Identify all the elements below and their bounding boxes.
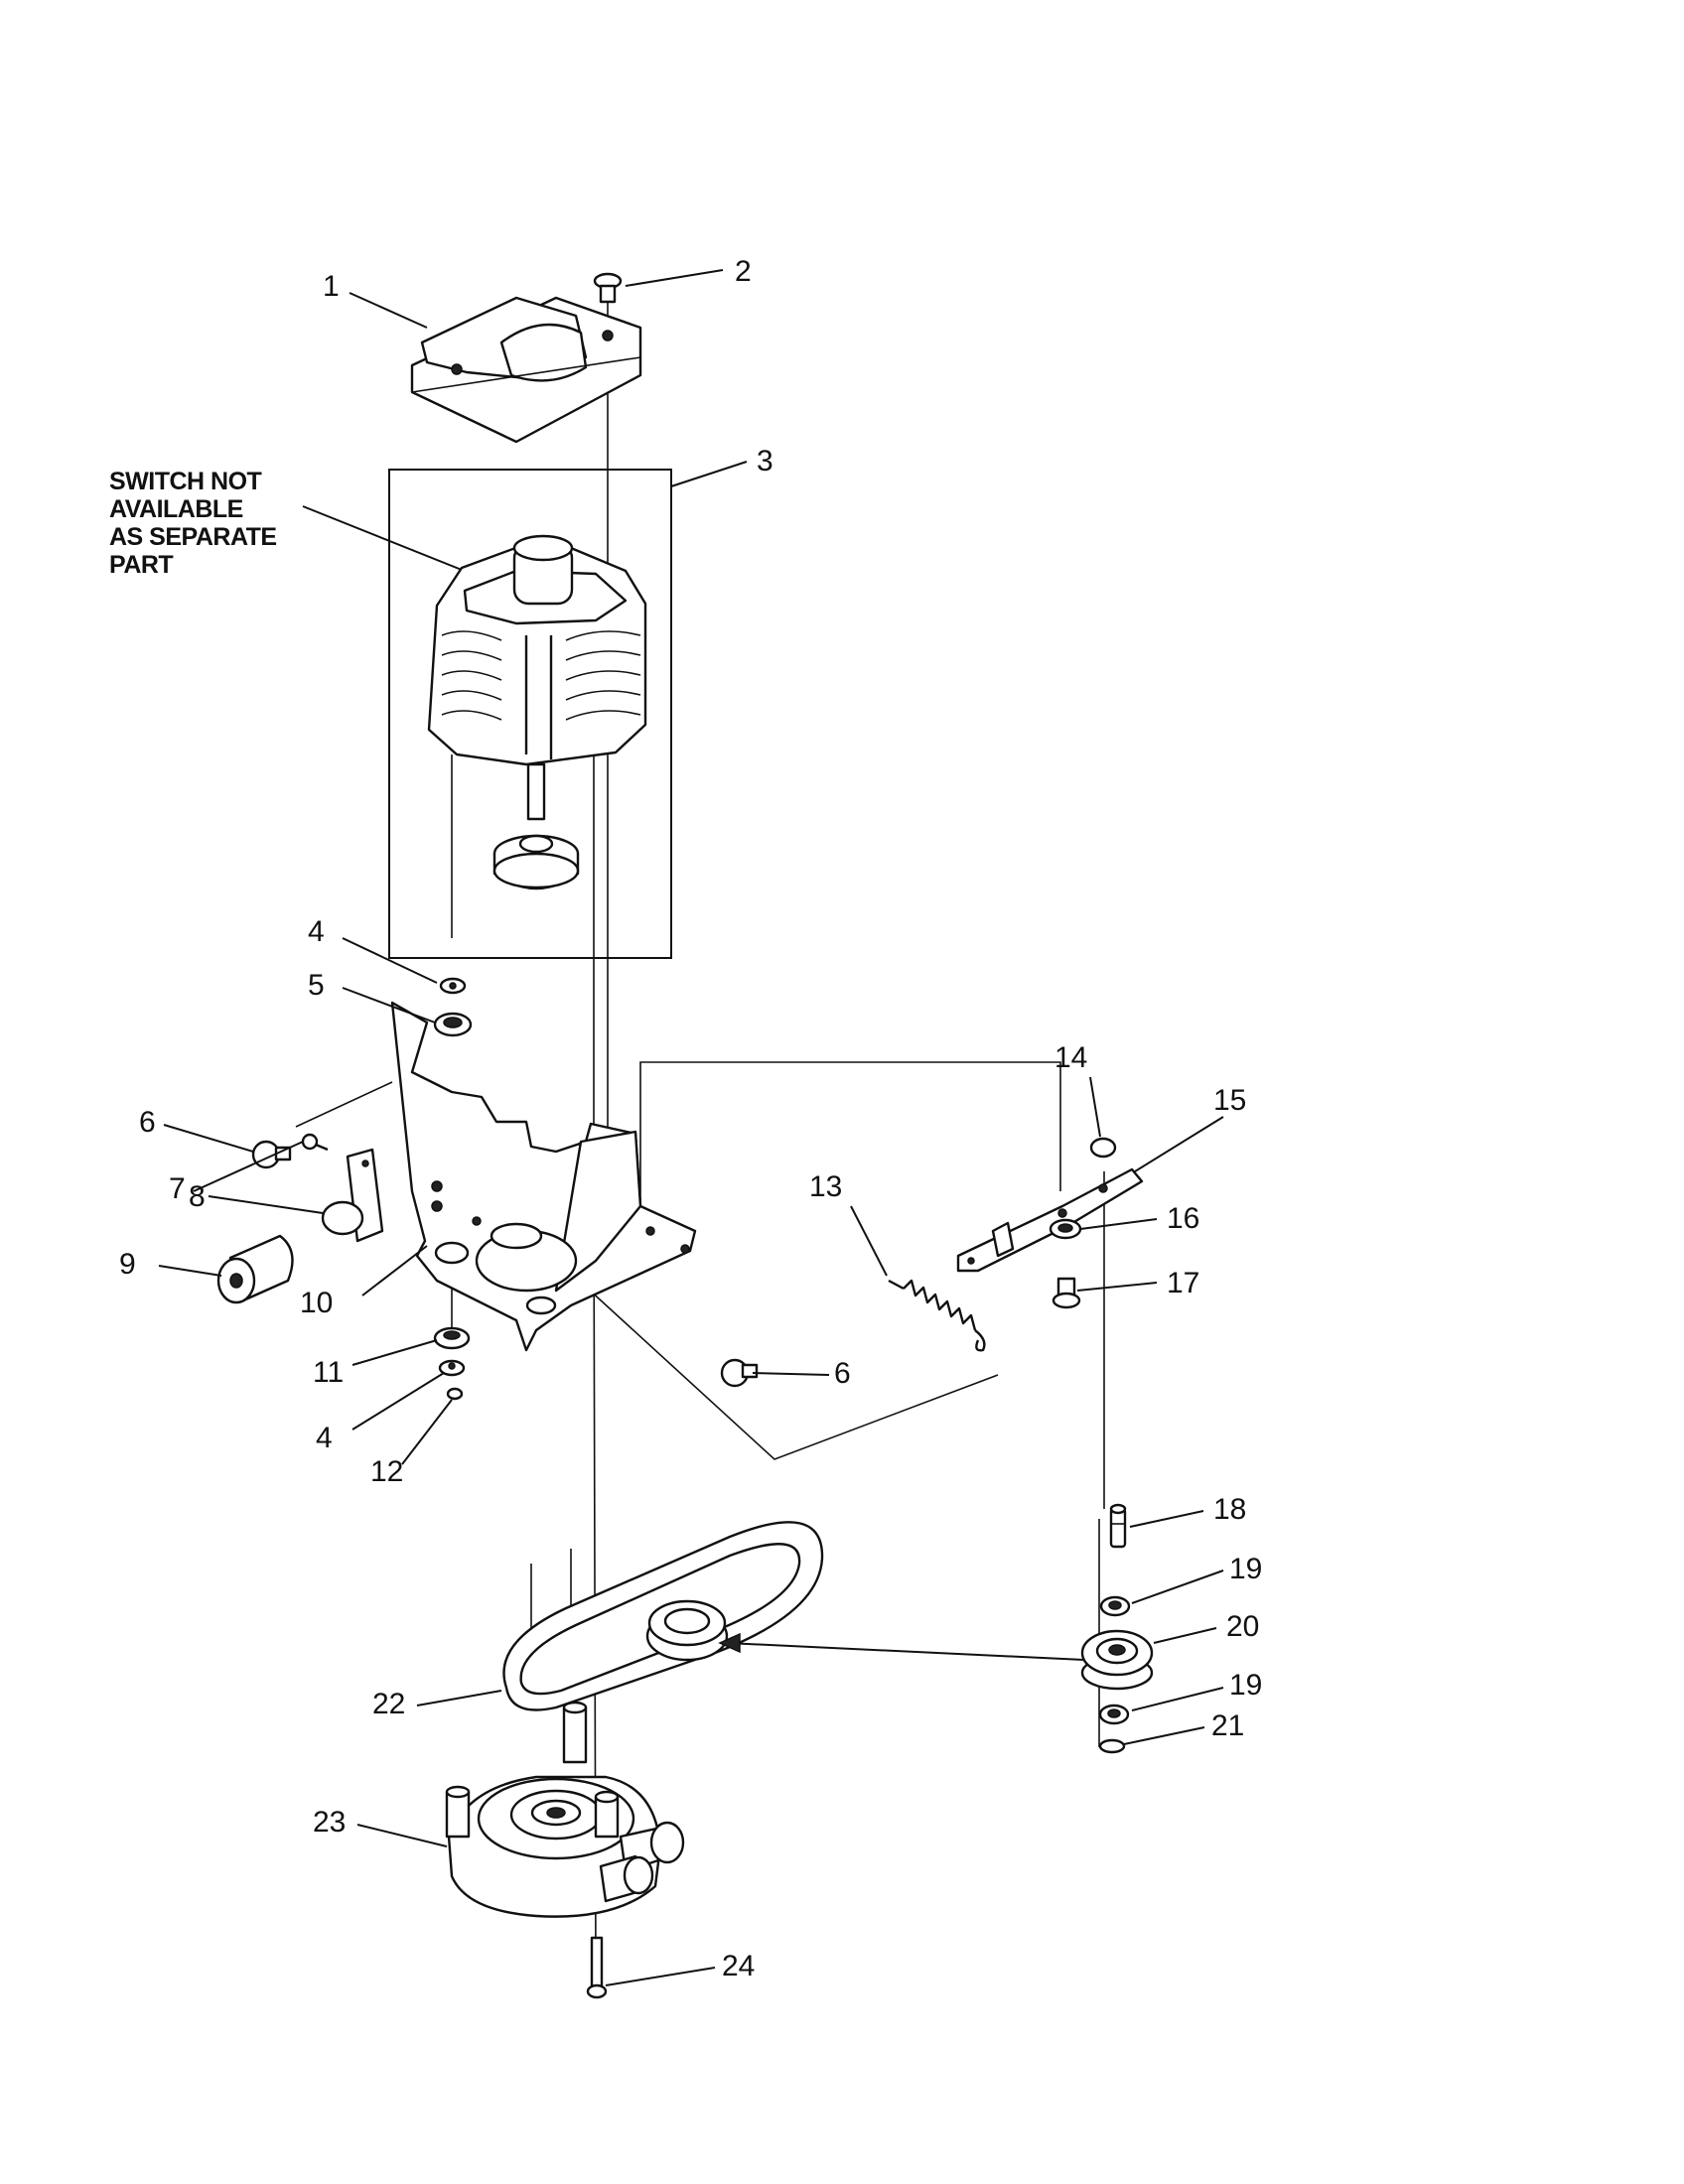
callout-5: 5 (308, 969, 325, 1002)
callout-15: 15 (1213, 1084, 1246, 1117)
callout-19-lower: 19 (1229, 1669, 1262, 1702)
clamp (321, 1148, 384, 1243)
note-line-1: SWITCH NOT (109, 468, 262, 495)
washer-upper (1099, 1595, 1131, 1617)
motor-assembly-box (388, 469, 672, 959)
callout-23: 23 (313, 1806, 346, 1839)
callout-9: 9 (119, 1248, 136, 1281)
note-line-2: AVAILABLE (109, 495, 243, 523)
leader-lines (158, 269, 1224, 1986)
callout-18: 18 (1213, 1493, 1246, 1526)
grommet-lower (433, 1326, 471, 1401)
water-pump (445, 1701, 685, 1918)
capacitor (216, 1234, 294, 1304)
callout-6-right: 6 (834, 1357, 851, 1390)
callout-4-upper: 4 (308, 915, 325, 948)
callout-3: 3 (757, 445, 773, 478)
callout-17: 17 (1167, 1267, 1199, 1299)
callout-14: 14 (1054, 1041, 1087, 1074)
shoulder-bolt (1052, 1277, 1081, 1309)
bolt-left (251, 1140, 292, 1169)
callout-8: 8 (189, 1180, 206, 1213)
idler-shaft (1109, 1503, 1127, 1549)
idler-arm (956, 1167, 1144, 1273)
note-line-3: AS SEPARATE (109, 523, 277, 551)
motor-bracket (390, 1001, 697, 1352)
callout-11: 11 (313, 1356, 344, 1389)
retaining-ring (1098, 1738, 1126, 1754)
cover-screw (593, 272, 623, 304)
callout-6-left: 6 (139, 1106, 156, 1139)
callout-12: 12 (370, 1455, 403, 1488)
callout-16: 16 (1167, 1202, 1199, 1235)
motor (427, 534, 647, 890)
callout-labels: 1 2 3 4 5 6 7 8 9 10 11 4 12 6 13 14 15 … (119, 255, 1262, 1982)
nut (1089, 1137, 1117, 1159)
note-line-4: PART (109, 551, 173, 579)
callout-4-lower: 4 (316, 1422, 333, 1454)
callout-2: 2 (735, 255, 752, 288)
pump-bolt (586, 1936, 608, 1999)
pump-pulley (645, 1599, 729, 1662)
pulley-arrow (718, 1632, 741, 1654)
grommet-upper (433, 977, 473, 1037)
washer (1049, 1218, 1082, 1240)
callout-22: 22 (372, 1688, 405, 1720)
motor-cover (410, 296, 642, 444)
callout-7: 7 (169, 1172, 186, 1205)
callout-19-upper: 19 (1229, 1553, 1262, 1585)
callout-13: 13 (809, 1170, 842, 1203)
small-screw (301, 1133, 329, 1152)
idler-pulley (1080, 1629, 1154, 1691)
callout-24: 24 (722, 1950, 755, 1982)
callout-1: 1 (323, 270, 340, 303)
callout-21: 21 (1211, 1709, 1244, 1742)
switch-note: SWITCH NOT AVAILABLE AS SEPARATE PART (109, 468, 502, 587)
callout-10: 10 (300, 1287, 333, 1319)
bolt-right (720, 1358, 759, 1388)
spring (888, 1279, 986, 1352)
washer-lower (1098, 1704, 1130, 1725)
callout-20: 20 (1226, 1610, 1259, 1643)
